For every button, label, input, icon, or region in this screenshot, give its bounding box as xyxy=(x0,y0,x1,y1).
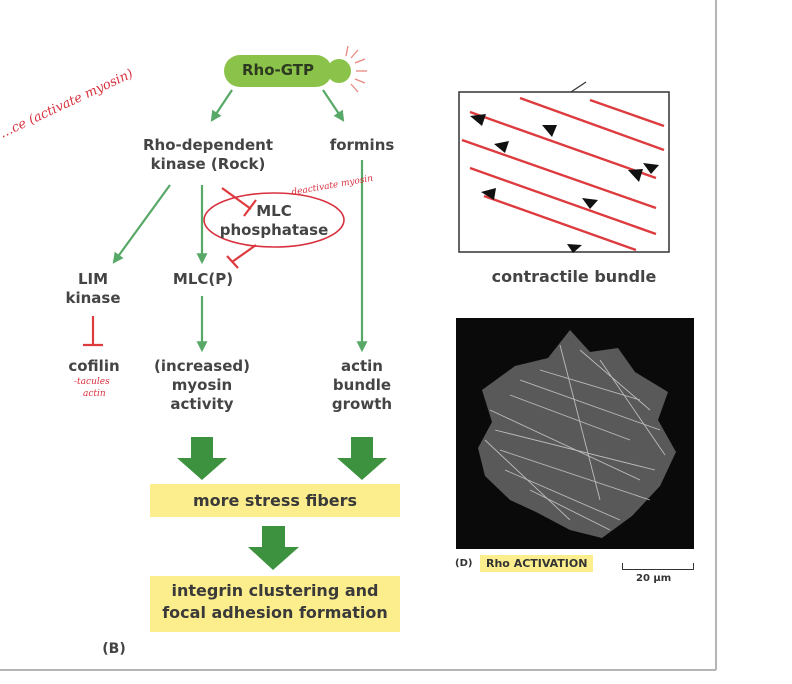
rho-activation-label: Rho ACTIVATION xyxy=(480,555,594,572)
box-integrin-clustering: integrin clustering and focal adhesion f… xyxy=(150,576,400,632)
arrow-rho-to-rock xyxy=(210,89,233,122)
handwritten-note-cofilin-1: -tacules xyxy=(74,377,110,387)
inhibit-phosphatase-mlcp xyxy=(231,244,257,263)
big-arrow-myosin xyxy=(177,437,227,480)
handwritten-note-cofilin-2: actin xyxy=(83,389,106,399)
contractile-bundle-diagram xyxy=(458,81,670,253)
panel-d-tag: (D) xyxy=(455,558,473,569)
label-lim-kinase: LIM kinase xyxy=(65,270,121,307)
label-rho-kinase-rock: Rho-dependent kinase (Rock) xyxy=(142,136,274,173)
label-cofilin: cofilin xyxy=(68,357,120,375)
big-arrows xyxy=(177,437,387,570)
label-actin-bundle-growth: actin bundle growth xyxy=(331,357,393,413)
box-more-stress-fibers: more stress fibers xyxy=(150,484,400,517)
big-arrow-actin xyxy=(337,437,387,480)
label-mlc-p: MLC(P) xyxy=(172,270,234,288)
handwritten-note-left: …ce (activate myosin) xyxy=(0,67,136,142)
label-formins: formins xyxy=(329,136,395,154)
arrow-rock-to-lim xyxy=(112,184,171,264)
label-mlc-phosphatase: MLC phosphatase xyxy=(219,202,329,239)
signal-arrows xyxy=(112,89,368,353)
rho-activation-micrograph xyxy=(456,318,694,549)
contractile-bundle-caption: contractile bundle xyxy=(491,267,657,286)
scale-bar xyxy=(622,563,694,570)
inhibition-lines xyxy=(83,187,257,347)
rho-gtp-node xyxy=(224,45,367,93)
cell-body xyxy=(478,330,676,538)
label-myosin-activity: (increased) myosin activity xyxy=(154,357,250,413)
big-arrow-stress-to-integrin xyxy=(248,526,299,570)
label-rho-gtp: Rho-GTP xyxy=(241,61,315,79)
scale-bar-label: 20 μm xyxy=(636,573,672,584)
inhibit-rock-phosphatase xyxy=(221,187,252,210)
arrow-rho-to-formins xyxy=(322,89,345,122)
handwritten-circle xyxy=(203,192,345,248)
panel-b-label: (B) xyxy=(102,641,126,657)
